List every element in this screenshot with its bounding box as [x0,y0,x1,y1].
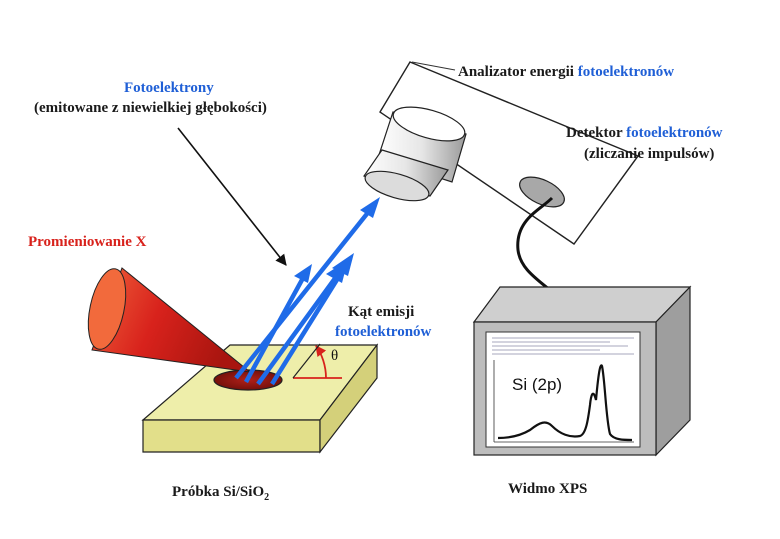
monitor-screen [485,331,641,448]
analyzer-label: Analizator energii fotoelektronów [458,64,674,80]
spectrum-title: Widmo XPS [508,481,587,497]
analyzer-label-highlight: fotoelektronów [578,64,675,80]
theta-label: θ [331,348,338,364]
spectrum-monitor [472,285,692,457]
sample-label: Próbka Si/SiO2 [172,484,269,503]
detector-counting-label: (zliczanie impulsów) [584,146,714,162]
photoelectrons-label: Fotoelektrony [124,80,214,96]
peak-label: Si (2p) [512,375,562,394]
detector-disk [519,176,565,208]
xray-label: Promieniowanie X [28,234,147,250]
emission-angle-label-2: fotoelektronów [335,324,432,340]
photoelectron-pointer-arrow [177,127,287,266]
photoelectrons-depth-label: (emitowane z niewielkiej głębokości) [34,100,267,116]
theta-angle-icon [292,343,342,379]
xray-cone [87,267,252,373]
sample-label-subscript: 2 [264,492,269,503]
analyzer [363,61,640,245]
monitor-top [472,286,692,323]
detector-label-prefix: Detektor [566,125,626,141]
sample-side [319,343,378,454]
emission-angle-label-1: Kąt emisji [348,304,414,320]
analyzer-leader-line [411,61,456,71]
detector-label: Detektor fotoelektronów [566,125,723,141]
sample-front [142,419,321,453]
analyzer-lens [363,106,467,202]
screen-header [492,337,634,355]
spectrum-curve [497,364,633,442]
photoelectron-arrows [234,197,380,386]
screen-axis [493,360,634,443]
analyzer-label-prefix: Analizator energii [458,64,578,80]
detector-label-highlight: fotoelektronów [626,125,723,141]
sample-label-prefix: Próbka Si/SiO [172,484,264,500]
analyzer-body [379,61,640,245]
